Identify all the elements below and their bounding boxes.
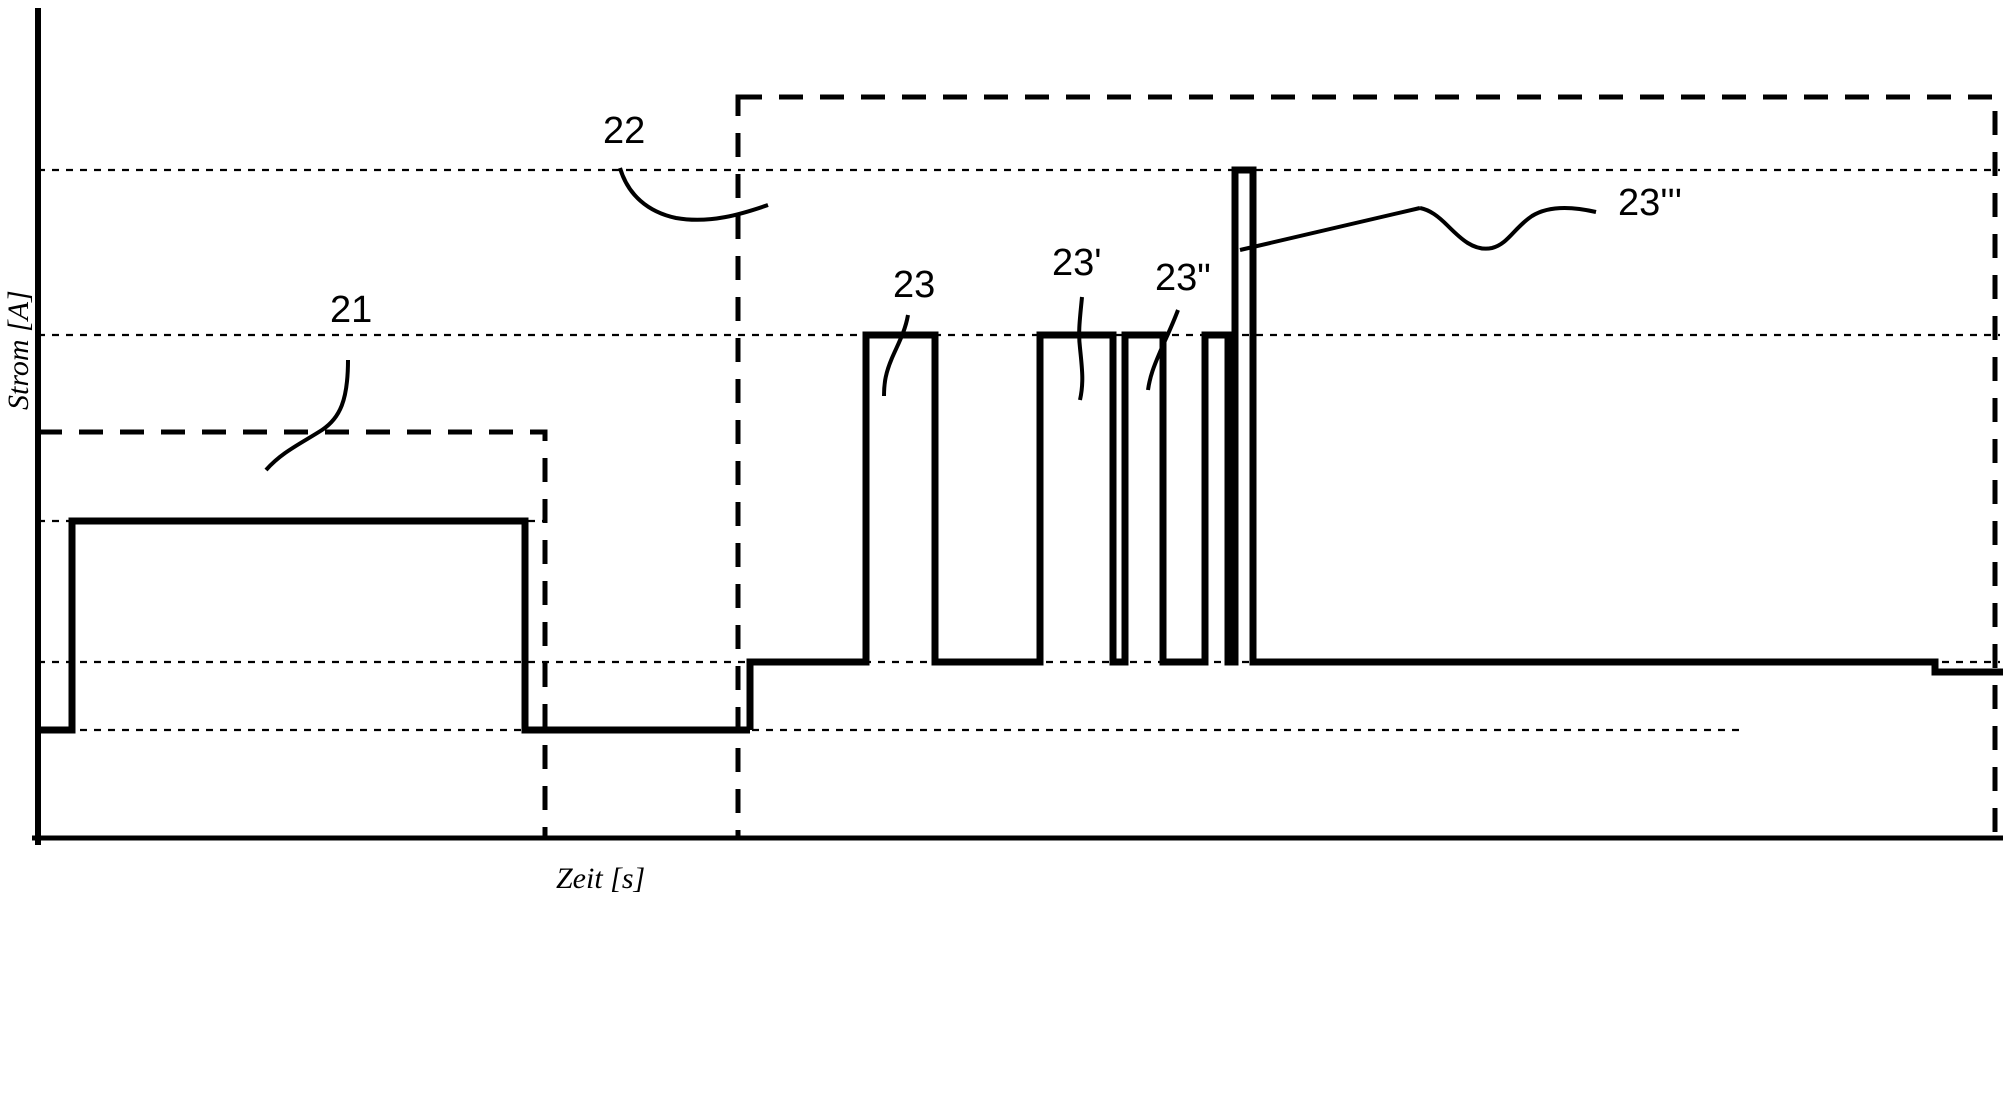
x-axis-label: Zeit [s] bbox=[556, 862, 645, 895]
current-trace-21 bbox=[38, 517, 750, 734]
dashed-region-22 bbox=[735, 94, 1998, 841]
reference-label-23-triple-prime: 23''' bbox=[1618, 182, 1682, 224]
waveform-phase-21 bbox=[38, 517, 750, 734]
leader-23 bbox=[882, 314, 910, 397]
guide-lines bbox=[38, 168, 2000, 732]
reference-label-22: 22 bbox=[603, 110, 645, 152]
leader-23-triple-prime-tail bbox=[1239, 206, 1421, 252]
reference-label-21: 21 bbox=[330, 289, 372, 331]
reference-label-23: 23 bbox=[893, 264, 935, 306]
region-22-outline bbox=[735, 94, 1998, 841]
leader-lines bbox=[264, 167, 1597, 472]
reference-label-23-double-prime: 23" bbox=[1155, 257, 1211, 299]
reference-label-23-prime: 23' bbox=[1052, 242, 1102, 284]
leader-23-triple-prime bbox=[1419, 205, 1597, 251]
y-axis-label: Strom [A] bbox=[2, 290, 35, 410]
leader-22 bbox=[618, 167, 769, 222]
region-21-outline bbox=[35, 429, 548, 841]
waveform-phase-22 bbox=[746, 166, 2003, 730]
current-trace-22 bbox=[746, 166, 2003, 730]
leader-23-prime bbox=[1077, 296, 1085, 401]
leader-21 bbox=[264, 359, 350, 472]
leader-23-double-prime bbox=[1146, 309, 1180, 391]
axes bbox=[32, 8, 2003, 845]
dashed-region-21 bbox=[35, 429, 548, 841]
